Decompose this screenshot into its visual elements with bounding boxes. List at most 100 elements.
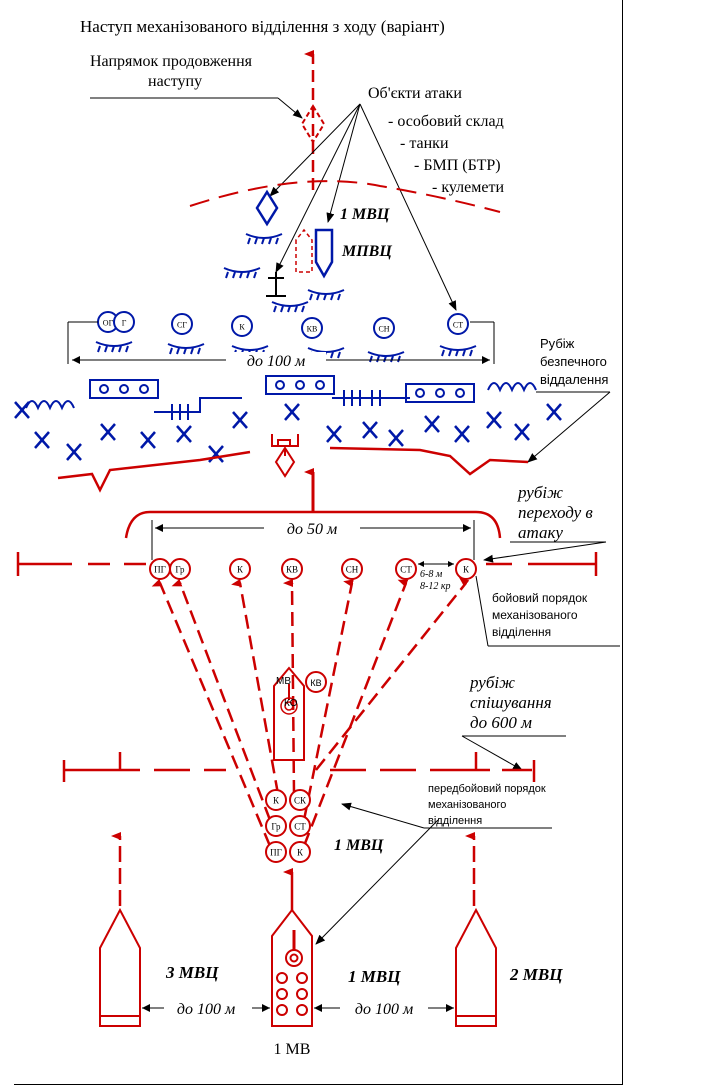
svg-text:ПГ: ПГ <box>270 848 282 858</box>
vehicle-approach-arrows <box>111 832 476 910</box>
enemy-position-2: Г <box>113 311 135 333</box>
svg-text:СТ: СТ <box>453 321 463 330</box>
assault-line-bracket <box>124 510 502 539</box>
enemy-ifv <box>314 228 334 279</box>
column-position-1: К <box>265 789 287 811</box>
svg-text:СТ: СТ <box>400 565 412 575</box>
safe-line-label-1: Рубіж <box>540 336 575 351</box>
deployment-arrow-6 <box>302 579 409 847</box>
enemy-position-7: СТ <box>447 313 469 335</box>
page-frame <box>14 0 623 1085</box>
column-position-5: ПГ <box>265 841 287 863</box>
svg-text:ПГ: ПГ <box>154 565 166 575</box>
enemy-position-4: К <box>231 315 253 337</box>
deployment-arrow-7 <box>315 577 470 771</box>
own-artillery-mark <box>271 434 299 478</box>
deployment-arrow-2 <box>171 578 272 821</box>
prebattle-label-1: передбойовий порядок <box>428 783 546 795</box>
enemy-tank-outline <box>295 228 313 273</box>
objective-diamond <box>300 104 326 144</box>
deployment-arrow-3 <box>231 578 280 795</box>
svg-text:КВ: КВ <box>307 325 318 334</box>
distance-left-label: до 100 м <box>177 1001 235 1018</box>
svg-text:СТ: СТ <box>294 822 306 832</box>
enemy-position-6: СН <box>373 317 395 339</box>
vehicle-mark-mv: МВ <box>276 676 291 687</box>
attack-object-mg: - кулемети <box>432 179 504 196</box>
battle-order-label-3: відділення <box>492 625 551 639</box>
battle-position-2: Гр <box>169 558 191 580</box>
obstacle-circles <box>99 380 465 398</box>
svg-text:КВ: КВ <box>310 678 321 688</box>
minefield-marks <box>14 401 562 463</box>
continue-direction-label-1: Напрямок продовження <box>90 53 253 70</box>
vehicle-1-mvc <box>271 908 313 1027</box>
assault-line-label-1: рубіж <box>517 483 563 502</box>
safe-line-label-3: віддалення <box>540 372 608 387</box>
prebattle-label-2: механізованого <box>428 799 506 811</box>
svg-text:К: К <box>237 565 244 575</box>
column-position-4: СТ <box>289 815 311 837</box>
vehicle-3-mvc <box>99 907 141 1027</box>
svg-text:Г: Г <box>122 319 127 328</box>
dismount-label-2: спішування <box>470 693 552 712</box>
enemy-trenches <box>95 233 477 363</box>
battle-position-1: ПГ <box>149 558 171 580</box>
battle-position-7: К <box>455 558 477 580</box>
interval-label-2: 8-12 кр <box>420 581 451 592</box>
squad-3-label: 3 МВЦ <box>165 963 219 982</box>
svg-text:К: К <box>273 796 280 806</box>
svg-text:КВ: КВ <box>286 565 298 575</box>
svg-text:Гр: Гр <box>175 565 185 575</box>
svg-text:СН: СН <box>346 565 359 575</box>
enemy-mg-icon <box>266 272 286 297</box>
assault-line-label-2: переходу в <box>518 503 593 522</box>
prebattle-label-3: відділення <box>428 815 482 827</box>
enemy-pvc-label: МПВЦ <box>341 243 392 260</box>
column-position-3: Гр <box>265 815 287 837</box>
assault-line-label-3: атаку <box>518 523 563 542</box>
svg-text:К: К <box>297 848 304 858</box>
distance-right-label: до 100 м <box>355 1001 413 1018</box>
column-position-6: К <box>289 841 311 863</box>
front-width-label: до 50 м <box>287 521 337 538</box>
squad-1-label: 1 МВЦ <box>348 967 401 986</box>
enemy-forward-edge <box>189 180 501 213</box>
squad-2-label: 2 МВЦ <box>509 965 563 984</box>
platoon-label: 1 МВ <box>274 1041 311 1058</box>
battle-position-5: СН <box>341 558 363 580</box>
battle-order-label-1: бойовий порядок <box>492 591 588 605</box>
battle-order-label-2: механізованого <box>492 608 578 622</box>
enemy-diamond <box>255 189 279 227</box>
vehicle-2-mvc <box>455 907 497 1027</box>
enemy-width-label: до 100 м <box>247 353 305 370</box>
deployment-arrow-1 <box>151 578 272 847</box>
continue-direction-label-2: наступу <box>148 73 202 90</box>
svg-text:СН: СН <box>378 325 389 334</box>
assault-line <box>16 552 598 576</box>
safe-line-label-2: безпечного <box>540 354 607 369</box>
vehicle-mark-ko: КО <box>284 698 298 709</box>
attack-object-ifv: - БМП (БТР) <box>414 157 501 174</box>
battle-position-6: СТ <box>395 558 417 580</box>
svg-text:СГ: СГ <box>177 321 187 330</box>
deployment-arrow-5 <box>302 579 354 821</box>
deployment-arrows <box>151 577 470 847</box>
attack-object-tanks: - танки <box>400 135 449 152</box>
enemy-position-row: ОГ Г СГ К КВ СН СТ <box>97 311 469 339</box>
interval-label-1: 6-8 м <box>420 569 443 580</box>
enemy-position-5: КВ <box>301 317 323 339</box>
wire-ticks <box>171 390 381 420</box>
svg-text:ОГ: ОГ <box>103 319 114 328</box>
prebattle-column: К СК Гр СТ ПГ К <box>265 789 311 863</box>
battle-position-3: К <box>229 558 251 580</box>
commander-vehicle <box>273 666 305 761</box>
enemy-squad-label: 1 МВЦ <box>340 206 390 223</box>
column-position-2: СК <box>289 789 311 811</box>
attack-objects-label: Об'єкти атаки <box>368 85 462 102</box>
svg-text:СК: СК <box>294 796 307 806</box>
vehicle-gunner-circle: КВ <box>305 671 327 693</box>
attack-object-personnel: - особовий склад <box>388 113 504 130</box>
svg-text:К: К <box>239 323 245 332</box>
